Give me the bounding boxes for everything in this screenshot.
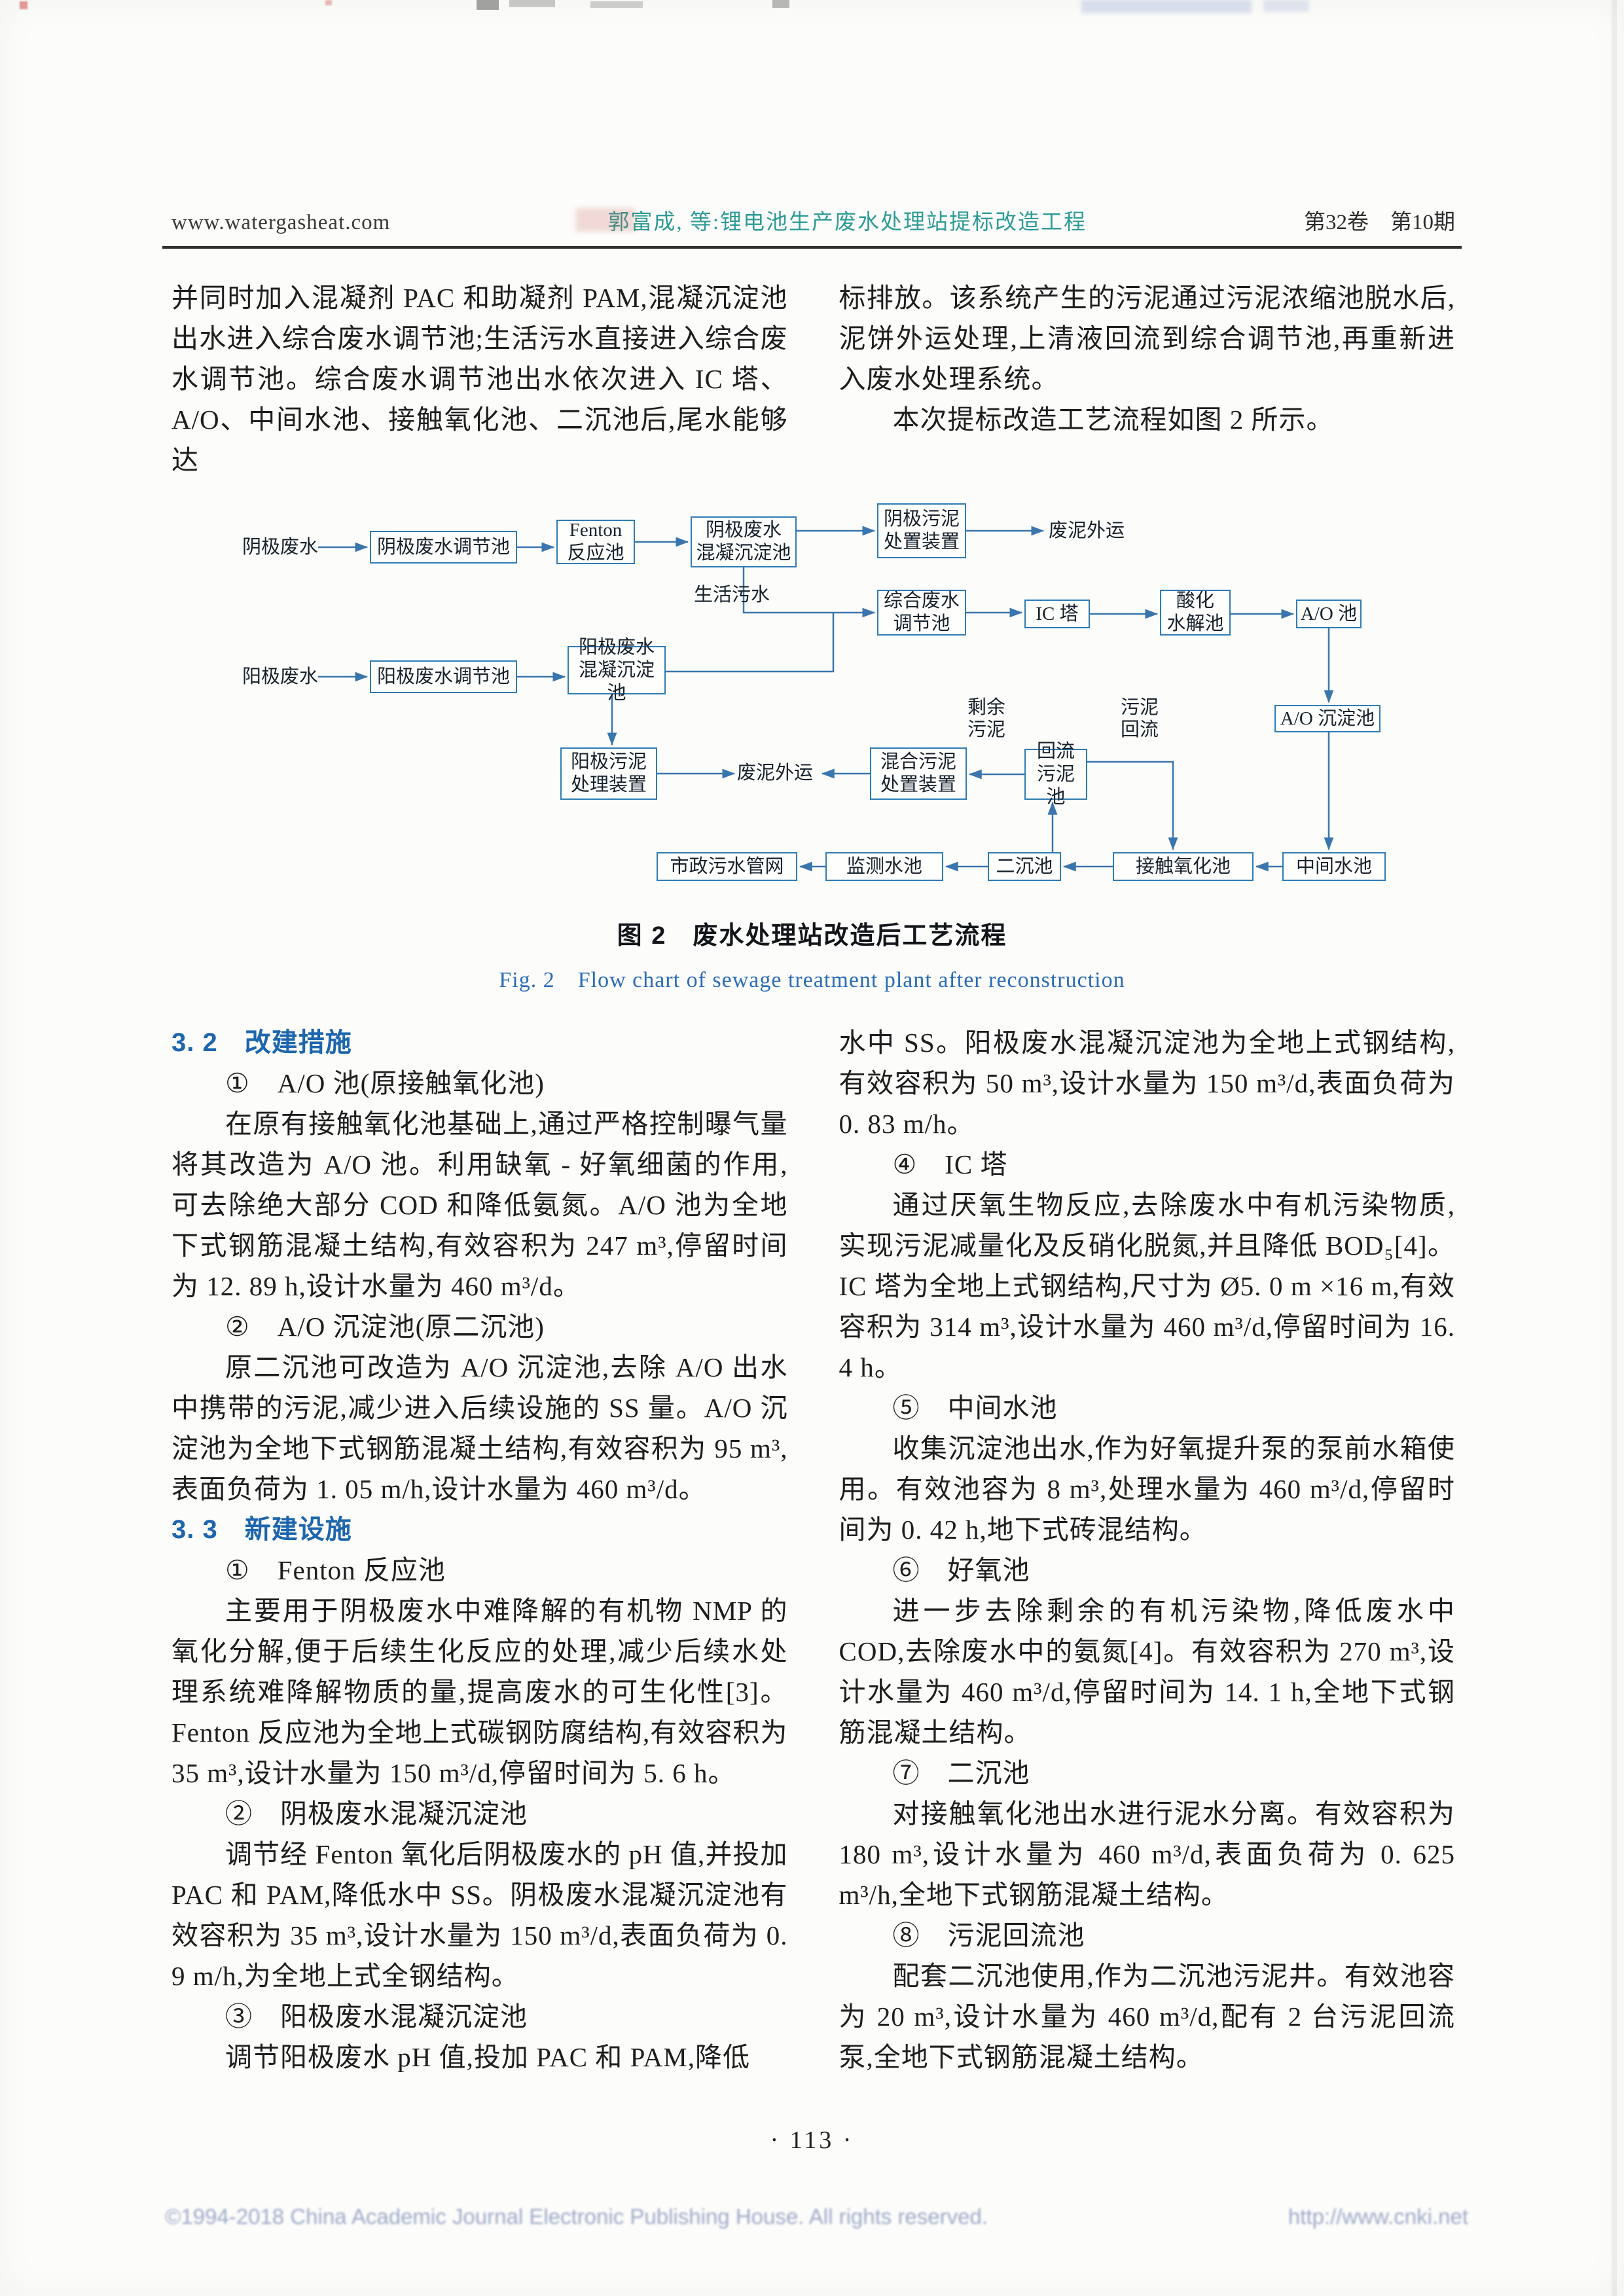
- numbered-item-title: ① A/O 池(原接触氧化池): [225, 1068, 545, 1098]
- intro-left-column: 并同时加入混凝剂 PAC 和助凝剂 PAM,混凝沉淀池出水进入综合废水调节池;生…: [171, 278, 788, 480]
- body-paragraph: 配套二沉池使用,作为二沉池污泥井。有效池容为 20 m³,设计水量为 460 m…: [839, 1961, 1455, 2072]
- intro-section: 并同时加入混凝剂 PAC 和助凝剂 PAM,混凝沉淀池出水进入综合废水调节池;生…: [171, 278, 1455, 480]
- flowchart-label-waste-sludge-out-mid: 废泥外运: [737, 762, 814, 783]
- scan-artifact: [509, 0, 555, 7]
- scan-artifact: [1081, 0, 1252, 13]
- header-article-title: 郭富成, 等:锂电池生产废水处理站提标改造工程: [607, 211, 1087, 234]
- body-paragraph: 标排放。该系统产生的污泥通过污泥浓缩池脱水后,泥饼外运处理,上清液回流到综合调节…: [839, 283, 1455, 394]
- flowchart-node-comprehensive-adjust-tank: 综合废水 调节池: [877, 590, 966, 636]
- numbered-item-title: ② A/O 沉淀池(原二沉池): [225, 1312, 545, 1342]
- flowchart-node-return-sludge-tank: 回流 污泥池: [1024, 741, 1087, 808]
- header-volume-issue: 第32卷 第10期: [1304, 211, 1455, 234]
- flowchart-node-secondary-sedimentation-tank: 二沉池: [988, 852, 1061, 881]
- flowchart-node-ic-tower: IC 塔: [1024, 600, 1090, 628]
- journal-header: www.watergasheat.com 郭富成, 等:锂电池生产废水处理站提标…: [171, 204, 1455, 236]
- numbered-item-title: ② 阴极废水混凝沉淀池: [225, 1799, 528, 1829]
- body-paragraph: 并同时加入混凝剂 PAC 和助凝剂 PAM,混凝沉淀池出水进入综合废水调节池;生…: [171, 283, 788, 475]
- flowchart-node-contact-oxidation-tank: 接触氧化池: [1113, 852, 1254, 881]
- copyright-footer: ©1994-2018 China Academic Journal Electr…: [165, 2204, 1468, 2229]
- flowchart-node-anode-adjust-tank: 阳极废水调节池: [370, 660, 517, 693]
- flowchart-label-domestic-sewage: 生活污水: [694, 584, 770, 605]
- scan-artifact: [772, 0, 789, 8]
- body-paragraph: 在原有接触氧化池基础上,通过严格控制曝气量将其改造为 A/O 池。利用缺氧 - …: [171, 1109, 788, 1301]
- flowchart-label-anode-wastewater: 阳极废水: [242, 666, 319, 687]
- body-paragraph: 主要用于阴极废水中难降解的有机物 NMP 的氧化分解,便于后续生化反应的处理,减…: [171, 1596, 788, 1788]
- scan-artifact: [20, 1, 27, 9]
- cnki-url: http://www.cnki.net: [1288, 2204, 1468, 2229]
- numbered-item-title: ③ 阳极废水混凝沉淀池: [225, 2001, 528, 2032]
- numbered-item-title: ⑤ 中间水池: [892, 1393, 1058, 1423]
- numbered-item-title: ⑥ 好氧池: [892, 1555, 1030, 1585]
- figure-2: 阴极废水调节池 Fenton 反应池 阴极废水 混凝沉淀池 阴极污泥 处置装置综合废水…: [0, 500, 1624, 994]
- flowchart-canvas: 阴极废水调节池 Fenton 反应池 阴极废水 混凝沉淀池 阴极污泥 处置装置综合废水…: [236, 500, 1401, 893]
- flowchart-node-mixed-sludge-unit: 混合污泥 处置装置: [870, 747, 967, 800]
- scan-artifact: [477, 0, 499, 10]
- scan-artifact: [1263, 0, 1309, 12]
- body-right-column: 水中 SS。阳极废水混凝沉淀池为全地上式钢结构,有效容积为 50 m³,设计水量…: [839, 1022, 1456, 2077]
- flowchart-node-cathode-adjust-tank: 阴极废水调节池: [370, 531, 517, 564]
- body-paragraph: 调节阳极废水 pH 值,投加 PAC 和 PAM,降低: [225, 2042, 750, 2072]
- flowchart-label-surplus-sludge: 剩余 污泥: [967, 697, 1006, 740]
- flowchart-node-fenton-reactor: Fenton 反应池: [556, 520, 635, 564]
- flowchart-arrows: [318, 526, 1334, 872]
- flowchart-label-waste-sludge-out-top: 废泥外运: [1049, 520, 1125, 541]
- header-website: www.watergasheat.com: [171, 211, 391, 234]
- body-paragraph: 原二沉池可改造为 A/O 沉淀池,去除 A/O 出水中携带的污泥,减少进入后续设…: [171, 1352, 788, 1504]
- figure-caption-en: Fig. 2 Flow chart of sewage treatment pl…: [499, 968, 1125, 992]
- body-paragraph: 对接触氧化池出水进行泥水分离。有效容积为 180 m³,设计水量为 460 m³…: [839, 1799, 1455, 1910]
- body-paragraph: 通过厌氧生物反应,去除废水中有机污染物质,实现污泥减量化及反硝化脱氮,并且降低 …: [839, 1190, 1455, 1382]
- flowchart-node-cathode-coagulation-tank: 阴极废水 混凝沉淀池: [691, 516, 797, 567]
- intro-right-column: 标排放。该系统产生的污泥通过污泥浓缩池脱水后,泥饼外运处理,上清液回流到综合调节…: [839, 278, 1456, 480]
- flowchart-node-intermediate-tank: 中间水池: [1282, 852, 1386, 881]
- numbered-item-title: ⑦ 二沉池: [892, 1758, 1030, 1788]
- flowchart-node-anode-sludge-unit: 阳极污泥 处理装置: [560, 747, 657, 800]
- body-section: 3. 2 改建措施 ① A/O 池(原接触氧化池) 在原有接触氧化池基础上,通过严格…: [171, 1022, 1455, 2077]
- scan-artifact: [325, 0, 332, 5]
- flowchart-node-cathode-sludge-unit: 阴极污泥 处置装置: [877, 503, 966, 558]
- numbered-item-title: ① Fenton 反应池: [225, 1555, 446, 1585]
- body-paragraph: 调节经 Fenton 氧化后阴极废水的 pH 值,并投加 PAC 和 PAM,降…: [171, 1839, 788, 1991]
- section-heading: 3. 2 改建措施: [171, 1028, 352, 1057]
- body-left-column: 3. 2 改建措施 ① A/O 池(原接触氧化池) 在原有接触氧化池基础上,通过严格…: [171, 1022, 788, 2077]
- body-paragraph: 收集沉淀池出水,作为好氧提升泵的泵前水箱使用。有效池容为 8 m³,处理水量为 …: [839, 1433, 1455, 1545]
- figure-caption-zh: 图 2 废水处理站改造后工艺流程: [617, 922, 1007, 950]
- header-rule: [162, 246, 1462, 249]
- numbered-item-title: ⑧ 污泥回流池: [892, 1920, 1085, 1950]
- page-number: · 113 ·: [770, 2126, 854, 2154]
- body-paragraph: 水中 SS。阳极废水混凝沉淀池为全地上式钢结构,有效容积为 50 m³,设计水量…: [839, 1028, 1455, 1139]
- copyright-text: ©1994-2018 China Academic Journal Electr…: [165, 2204, 988, 2229]
- figure-caption: 图 2 废水处理站改造后工艺流程 Fig. 2 Flow chart of se…: [0, 915, 1624, 994]
- body-paragraph: 本次提标改造工艺流程如图 2 所示。: [892, 404, 1334, 435]
- flowchart-node-acid-hydrolysis-tank: 酸化 水解池: [1160, 590, 1231, 636]
- flowchart-node-municipal-sewer: 市政污水管网: [657, 852, 797, 881]
- section-heading: 3. 3 新建设施: [171, 1515, 352, 1544]
- scan-artifact: [1612, 0, 1617, 2296]
- scan-artifact: [590, 1, 643, 8]
- flowchart-node-monitoring-tank: 监测水池: [825, 852, 943, 881]
- numbered-item-title: ④ IC 塔: [892, 1149, 1008, 1179]
- flowchart-label-cathode-wastewater: 阴极废水: [242, 537, 319, 558]
- body-paragraph: 进一步去除剩余的有机污染物,降低废水中 COD,去除废水中的氨氮[4]。有效容积…: [839, 1596, 1455, 1748]
- flowchart-node-ao-tank: A/O 池: [1296, 600, 1362, 628]
- flowchart-node-ao-sedimentation-tank: A/O 沉淀池: [1274, 705, 1380, 732]
- flowchart-node-anode-coagulation-tank: 阳极废水 混凝沉淀池: [568, 637, 666, 704]
- flowchart-label-sludge-return: 污泥 回流: [1121, 697, 1159, 740]
